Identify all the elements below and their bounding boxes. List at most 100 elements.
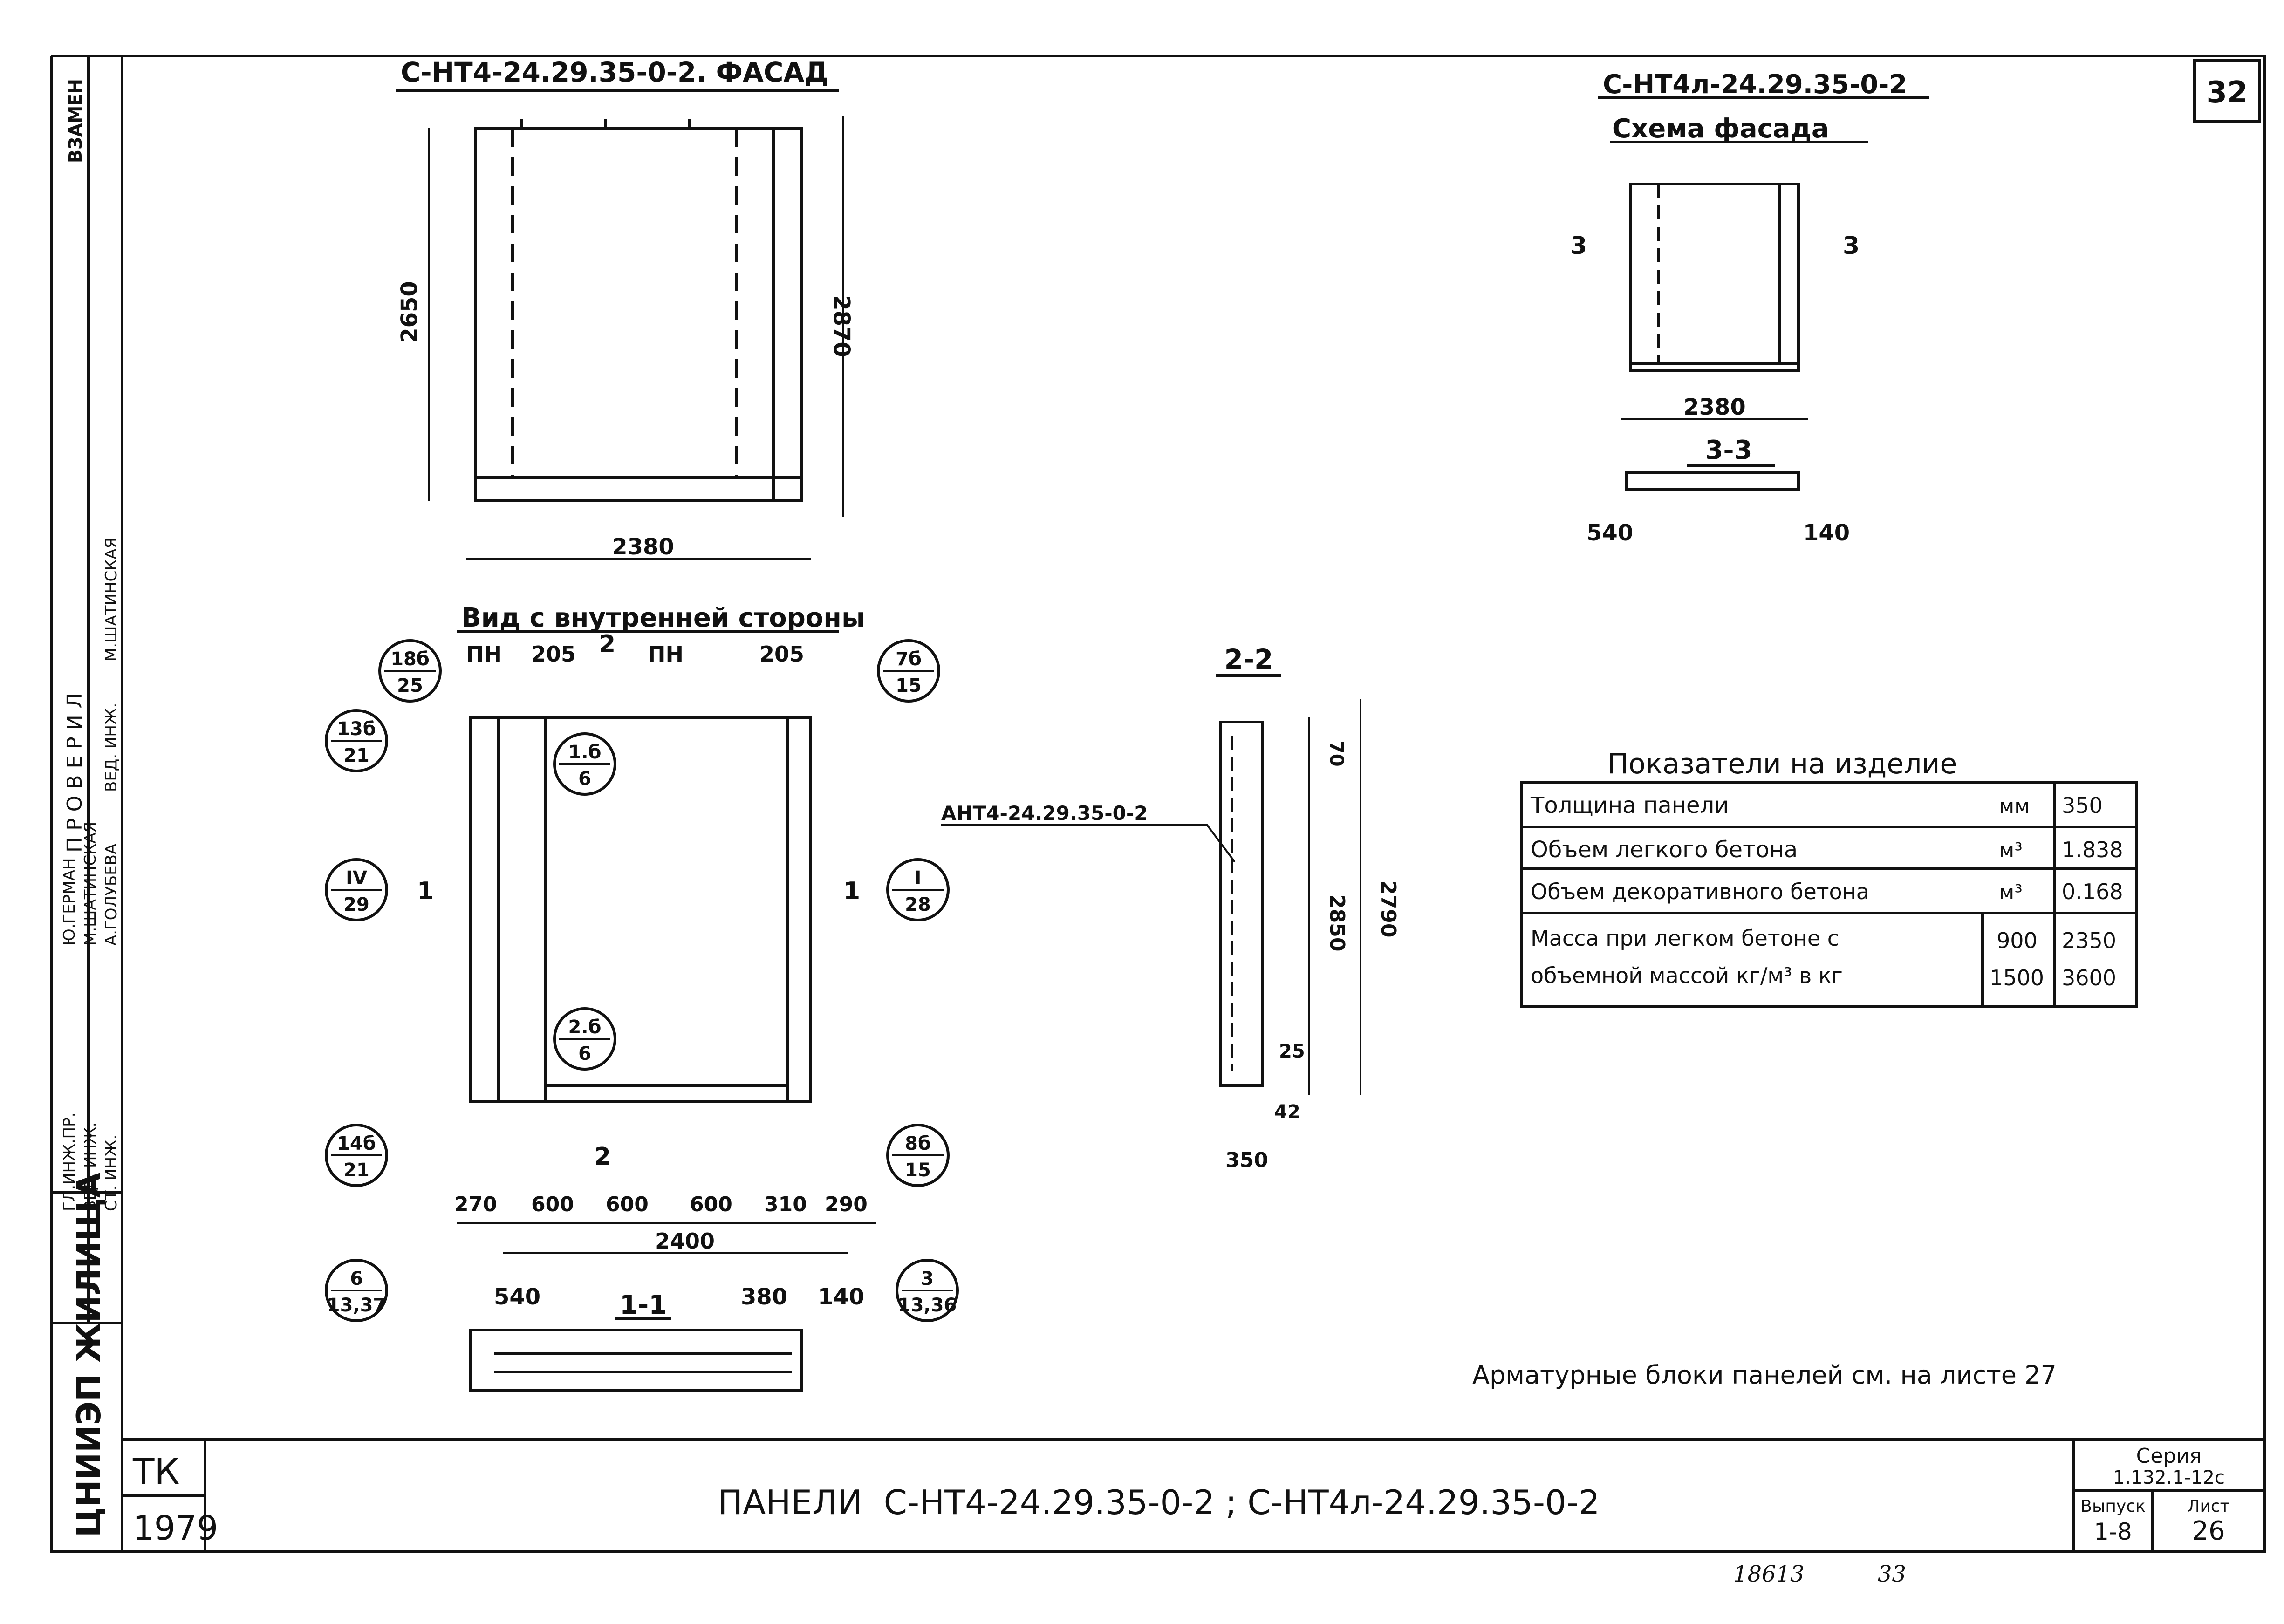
indicators-table: Показатели на изделие Толщина панели мм … xyxy=(1520,748,2138,1008)
callout-bottom-label: 13,36 xyxy=(898,1295,957,1316)
inner-view: Вид с внутренней стороны ПН 205 2 ПН 205… xyxy=(417,603,876,1254)
indicator-density-1: 900 xyxy=(1997,928,2038,953)
facade-title: С-НТ4-24.29.35-0-2. ФАСАД xyxy=(401,56,828,88)
side-role-3: СТ. ИНЖ. xyxy=(102,1134,121,1211)
callout-top-label: 8б xyxy=(905,1133,931,1154)
inner-cut-1-left: 1 xyxy=(417,877,434,905)
callout-circle xyxy=(886,858,950,921)
section-2-2-dim-70: 70 xyxy=(1326,741,1347,767)
callout-bottom-label: 6 xyxy=(578,1043,591,1064)
inner-pn-right: ПН xyxy=(648,641,684,667)
callout-top-label: 13б xyxy=(337,718,376,740)
indicator-mass-line-2: объемной массой кг/м³ в кг xyxy=(1531,963,1843,988)
callout-bottom-label: 15 xyxy=(905,1160,931,1181)
bottom-id-1: 18613 xyxy=(1733,1561,1805,1587)
scheme-cut-right: 3 xyxy=(1843,232,1860,260)
callout-top-label: 14б xyxy=(337,1133,376,1154)
indicator-value-2: 1.838 xyxy=(2062,837,2123,862)
side-name-2: М.ШАТИНСКАЯ xyxy=(81,822,100,946)
callout-bottom-label: 15 xyxy=(896,675,922,696)
indicator-density-2: 1500 xyxy=(1990,965,2044,990)
section-1-1-dim-140: 140 xyxy=(818,1284,864,1310)
facade-view: С-НТ4-24.29.35-0-2. ФАСАД 2650 2870 2380 xyxy=(396,56,855,560)
callout-top-label: 3 xyxy=(921,1268,934,1290)
callout-circle xyxy=(553,1007,616,1071)
callout-top-label: I xyxy=(915,867,922,889)
page-number: 32 xyxy=(2206,75,2248,110)
section-3-3-dim-540: 540 xyxy=(1586,520,1633,546)
indicator-unit-3: м³ xyxy=(1999,880,2023,904)
callout-bottom-label: 21 xyxy=(343,1160,369,1181)
indicator-value-3: 0.168 xyxy=(2062,879,2123,904)
side-role-1: ГЛ.ИНЖ.ПР. xyxy=(60,1112,79,1211)
indicator-name-2: Объем легкого бетона xyxy=(1531,837,1798,863)
callout-marker: IV 29 xyxy=(325,858,388,921)
scheme-cut-left: 3 xyxy=(1570,232,1587,260)
inner-dim-270: 270 xyxy=(454,1193,497,1216)
series-label: Серия xyxy=(2136,1444,2202,1468)
title-block: ТК 1979 ПАНЕЛИ С-НТ4-24.29.35-0-2 ; С-НТ… xyxy=(122,1438,2264,1551)
callout-circle xyxy=(553,732,616,796)
section-2-2-title: 2-2 xyxy=(1224,643,1273,675)
facade-height-2870: 2870 xyxy=(828,295,855,357)
callout-marker: 2.б6 xyxy=(553,1007,616,1071)
series-value: 1.132.1-12с xyxy=(2113,1467,2225,1488)
callout-circle xyxy=(877,639,940,703)
inner-dim-290: 290 xyxy=(825,1193,868,1216)
sheet-value: 26 xyxy=(2192,1516,2225,1546)
inner-total-2400: 2400 xyxy=(655,1228,715,1254)
side-check-name: М.ШАТИНСКАЯ xyxy=(102,538,121,662)
inner-cut-2-bottom: 2 xyxy=(594,1143,611,1171)
facade-width-2380: 2380 xyxy=(612,534,674,560)
section-2-2-dim-2790: 2790 xyxy=(1376,880,1400,937)
callout-top-label: 1.б xyxy=(568,742,602,763)
section-2-2-dim-350: 350 xyxy=(1225,1148,1268,1172)
indicator-name-3: Объем декоративного бетона xyxy=(1531,879,1869,904)
indicator-unit-2: м³ xyxy=(1999,839,2023,862)
section-3-3-dim-140: 140 xyxy=(1803,520,1850,546)
scheme-width-2380: 2380 xyxy=(1683,394,1746,420)
scheme-title-1: С-НТ4л-24.29.35-0-2 xyxy=(1603,69,1907,100)
callout-circle xyxy=(325,858,388,921)
inner-dim-205-right: 205 xyxy=(759,641,804,667)
indicator-value-1: 350 xyxy=(2062,793,2103,818)
section-1-1: 1-1 540 380 140 xyxy=(469,1284,864,1392)
issue-value: 1-8 xyxy=(2094,1518,2132,1545)
callout-bottom-label: 13,37 xyxy=(327,1295,386,1316)
bottom-id-2: 33 xyxy=(1878,1561,1906,1587)
callout-bottom-label: 29 xyxy=(343,894,369,915)
callout-bottom-label: 6 xyxy=(578,768,591,790)
inner-dim-600-3: 600 xyxy=(690,1193,732,1216)
facade-scheme: С-НТ4л-24.29.35-0-2 Схема фасада 3 3 238… xyxy=(1570,69,1929,546)
inner-dim-310: 310 xyxy=(764,1193,807,1216)
inner-view-title: Вид с внутренней стороны xyxy=(461,603,865,633)
title-org: ТК xyxy=(132,1451,179,1492)
sheet-label: Лист xyxy=(2187,1497,2229,1516)
callout-top-label: IV xyxy=(346,867,367,889)
issue-label: Выпуск xyxy=(2080,1497,2146,1516)
indicator-mass-2: 3600 xyxy=(2062,965,2116,990)
callout-top-label: 6 xyxy=(350,1268,363,1290)
facade-height-2650: 2650 xyxy=(397,281,423,343)
indicator-mass-1: 2350 xyxy=(2062,928,2116,953)
callout-circle xyxy=(896,1259,959,1322)
side-check-role: ВЕД. ИНЖ. xyxy=(102,703,121,792)
side-proveril: П Р О В Е Р И Л xyxy=(63,693,87,853)
callout-bottom-label: 21 xyxy=(343,745,369,766)
callout-marker: I28 xyxy=(886,858,950,921)
callout-top-label: 2.б xyxy=(568,1017,602,1038)
callout-circle xyxy=(886,1124,950,1187)
callout-circle xyxy=(325,1124,388,1187)
side-role-2: ВЕД. ИНЖ. xyxy=(81,1122,100,1211)
section-1-1-dim-380: 380 xyxy=(741,1284,787,1310)
inner-dim-205-left: 205 xyxy=(531,641,576,667)
callout-marker: 313,36 xyxy=(896,1259,959,1322)
section-1-1-title: 1-1 xyxy=(620,1290,667,1320)
indicator-name-1: Толщина панели xyxy=(1530,792,1729,819)
inner-dim-600-1: 600 xyxy=(531,1193,574,1216)
